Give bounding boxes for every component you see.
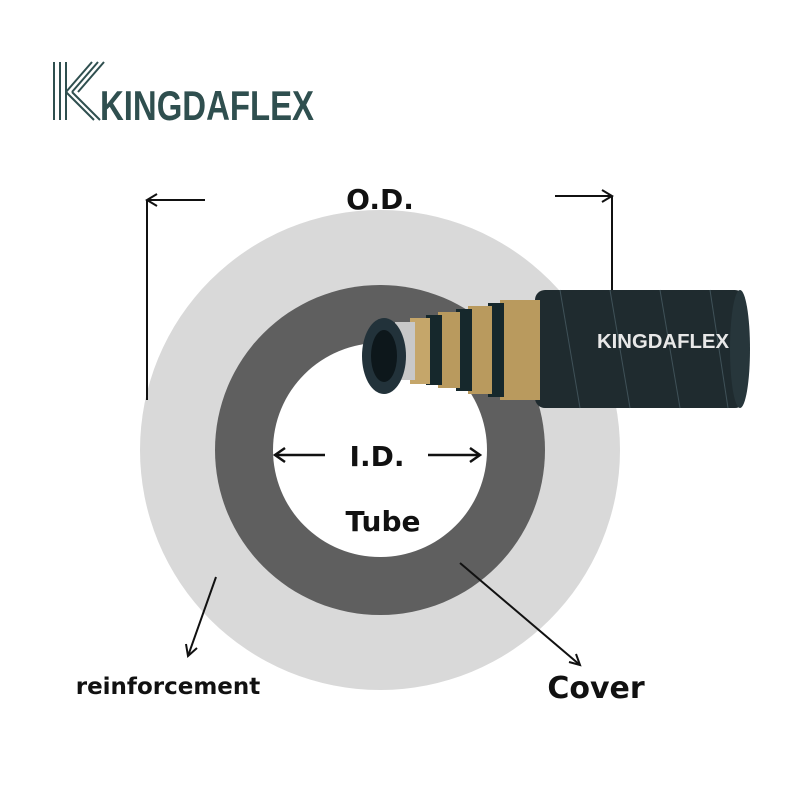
id-label: I.D. xyxy=(350,440,405,473)
brand-logo-k-icon xyxy=(53,61,105,121)
id-dimension xyxy=(272,446,483,464)
hose-brass-layer-2 xyxy=(438,312,460,388)
brand-logo: KINGDAFLEX xyxy=(53,61,314,129)
od-dimension xyxy=(145,189,614,400)
cover-label: Cover xyxy=(547,671,645,706)
reinforcement-pointer xyxy=(185,576,217,658)
hose-print: KINGDAFLEX xyxy=(597,331,730,353)
brand-logo-text: KINGDAFLEX xyxy=(100,82,314,129)
hose-cover-body xyxy=(535,290,745,408)
hose-bore xyxy=(371,330,397,382)
hose-brass-layer-4 xyxy=(500,300,540,400)
hose-illustration: KINGDAFLEX xyxy=(362,289,750,409)
tube-core xyxy=(273,343,487,557)
hose-cover-stripes xyxy=(559,289,729,409)
reinforcement-label: reinforcement xyxy=(76,674,261,700)
tube-label: Tube xyxy=(346,505,421,538)
od-label: O.D. xyxy=(346,183,414,216)
cover-pointer xyxy=(459,562,582,667)
